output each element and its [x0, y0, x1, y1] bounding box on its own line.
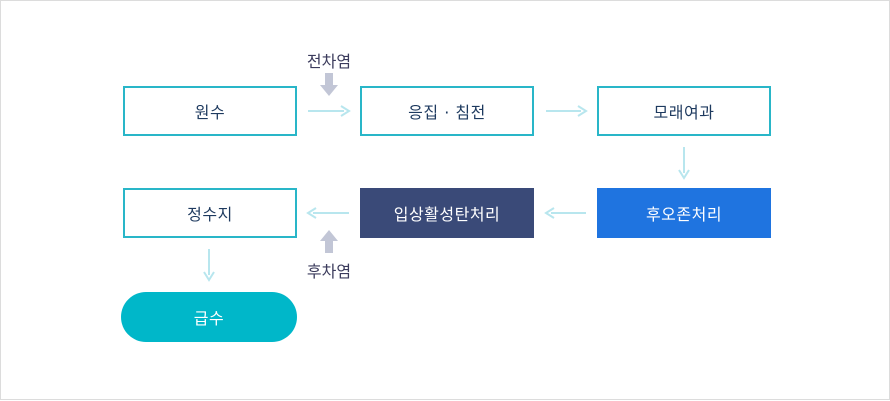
raw-water-box: 원수: [123, 86, 297, 136]
arrow-raw-to-coagulation: [308, 105, 351, 117]
water-supply-pill: 급수: [121, 292, 297, 342]
pre-chlorination-arrow-icon: [320, 73, 338, 96]
post-ozone-box: 후오존처리: [597, 188, 771, 238]
arrow-gac-to-clearwell: [306, 207, 349, 219]
arrow-coagulation-to-filter: [546, 105, 588, 117]
arrow-clearwell-to-supply: [203, 249, 215, 282]
post-chlorination-label: 후차염: [306, 262, 352, 281]
arrow-filter-to-ozone: [678, 147, 690, 180]
pre-chlorination-label: 전차염: [306, 52, 352, 71]
coagulation-sedimentation-box: 응집 · 침전: [360, 86, 534, 136]
granular-activated-carbon-box: 입상활성탄처리: [360, 188, 534, 238]
arrow-ozone-to-gac: [544, 207, 586, 219]
post-chlorination-arrow-icon: [320, 230, 338, 253]
clear-well-box: 정수지: [123, 188, 297, 238]
sand-filtration-box: 모래여과: [597, 86, 771, 136]
